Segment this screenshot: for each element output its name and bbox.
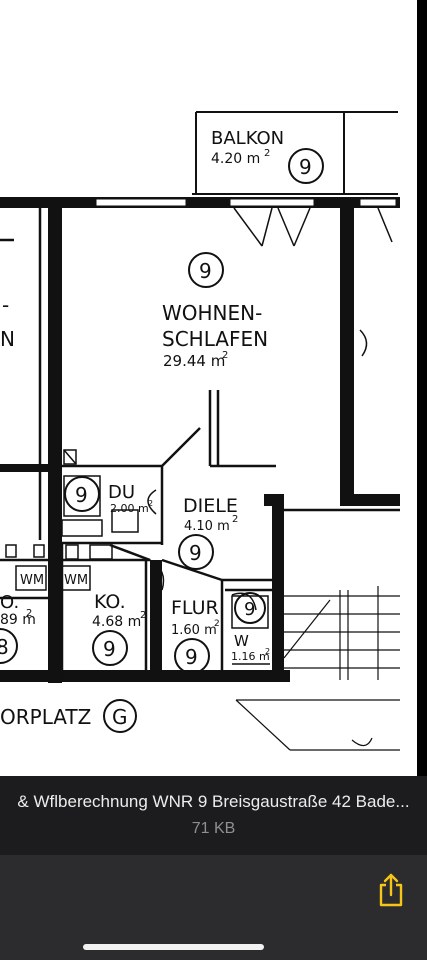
floor-plan-drawing: BALKON 4.20 m 2 9 9 WOHNEN- SCHLAFEN 29.… <box>0 111 400 751</box>
ko-unit-number: 9 <box>103 637 116 661</box>
left-room-partial-area: 89 m <box>0 612 36 628</box>
wohnen-label-line1: WOHNEN- <box>162 301 262 325</box>
wohnen-unit-number: 9 <box>199 259 212 283</box>
diele-unit-number: 9 <box>189 541 202 565</box>
share-button[interactable] <box>374 871 408 909</box>
flur-area-exp: 2 <box>214 619 220 629</box>
balkon-label: BALKON <box>211 128 284 149</box>
flur-unit-number: 9 <box>185 645 198 669</box>
wm-left-label: WM <box>20 573 44 588</box>
document-viewer[interactable]: BALKON 4.20 m 2 9 9 WOHNEN- SCHLAFEN 29.… <box>0 0 427 776</box>
wc-area: 1.16 m <box>231 650 270 663</box>
ko-area: 4.68 m <box>92 614 141 630</box>
ko-label: KO. <box>94 591 126 613</box>
diele-label: DIELE <box>183 495 238 517</box>
du-unit-number: 9 <box>75 483 88 507</box>
flur-area: 1.60 m <box>171 623 217 638</box>
wohnen-area-exp: 2 <box>222 350 228 361</box>
balkon-area-exp: 2 <box>264 148 270 159</box>
flur-label: FLUR <box>171 597 219 619</box>
balkon-area: 4.20 m <box>211 151 260 167</box>
ko-area-exp: 2 <box>140 610 146 621</box>
balkon-unit-number: 9 <box>299 155 312 179</box>
du-label: DU <box>108 482 135 503</box>
file-title: & Wflberechnung WNR 9 Breisgaustraße 42 … <box>17 792 410 811</box>
wohnen-label-line2: SCHLAFEN <box>162 327 268 351</box>
bottom-toolbar <box>0 855 427 960</box>
file-info-bar: & Wflberechnung WNR 9 Breisgaustraße 42 … <box>0 776 427 855</box>
file-size: 71 KB <box>191 820 236 837</box>
vorplatz-unit-letter: G <box>112 705 128 729</box>
left-room-hyphen: - <box>2 293 9 317</box>
diele-area-exp: 2 <box>232 514 238 525</box>
wc-unit-number: 9 <box>244 599 255 620</box>
vorplatz-label: ORPLATZ <box>0 705 91 729</box>
wc-label: W <box>234 632 249 650</box>
left-room-partial-name: O. <box>0 592 19 613</box>
diele-area: 4.10 m <box>184 519 230 534</box>
wc-area-exp: 2 <box>265 647 270 656</box>
du-area: 2.00 m <box>110 502 149 515</box>
wohnen-area: 29.44 m <box>163 352 225 370</box>
share-icon <box>379 873 403 907</box>
wm-right-label: WM <box>64 573 88 588</box>
left-room-unit-number: 8 <box>0 635 9 659</box>
du-area-exp: 2 <box>148 499 153 508</box>
home-indicator[interactable] <box>83 944 264 950</box>
left-room-partial-label: N <box>0 327 15 351</box>
left-room-area-exp: 2 <box>26 608 32 619</box>
floor-plan-page: BALKON 4.20 m 2 9 9 WOHNEN- SCHLAFEN 29.… <box>0 0 417 776</box>
